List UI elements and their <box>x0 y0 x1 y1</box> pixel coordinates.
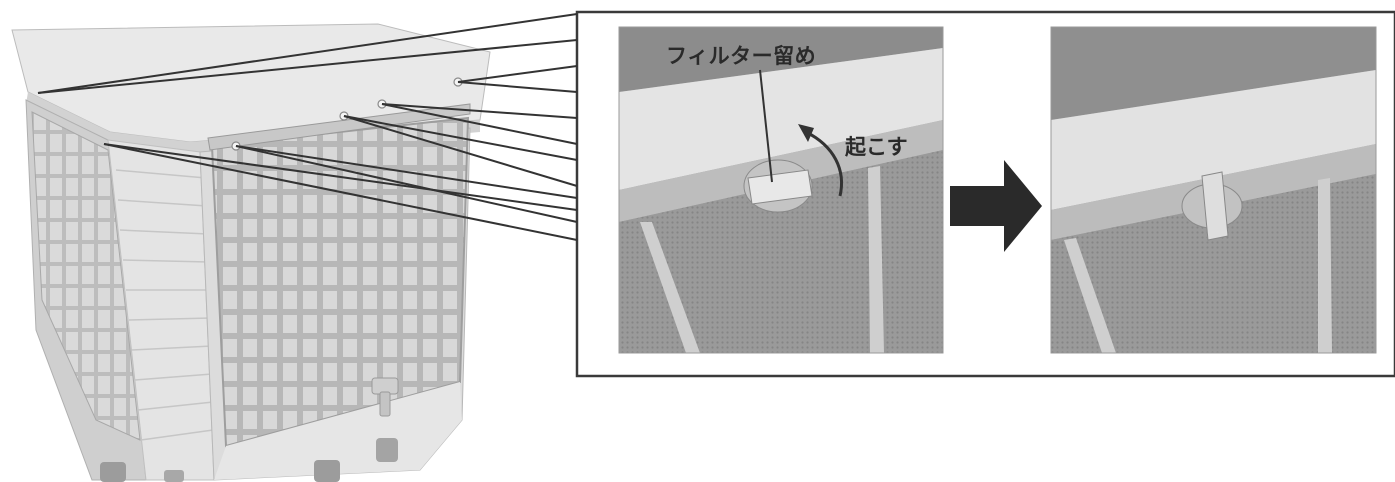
photo-after <box>1051 27 1376 353</box>
cooler-unit <box>11 23 491 482</box>
photo-before <box>619 27 943 353</box>
raise-label: 起こす <box>845 135 908 159</box>
filter-stop-label: フィルター留め <box>666 44 817 68</box>
right-arrow-icon <box>950 160 1042 252</box>
corner-ribs <box>115 169 214 441</box>
leader-lines <box>37 13 578 241</box>
